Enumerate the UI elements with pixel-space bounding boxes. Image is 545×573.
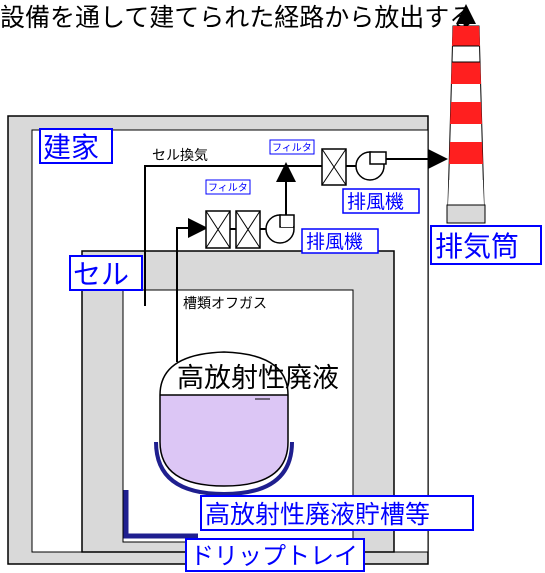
svg-text:排風機: 排風機	[347, 191, 404, 213]
svg-text:ドリップトレイ: ドリップトレイ	[190, 542, 358, 570]
upper-fan-icon	[355, 151, 387, 181]
svg-text:フィルタ: フィルタ	[272, 142, 312, 154]
drip-tray-label: ドリップトレイ	[185, 538, 365, 572]
fan-lower-label: 排風機	[301, 228, 379, 254]
svg-text:排気筒: 排気筒	[435, 230, 519, 263]
cell-ventilation-line	[144, 165, 322, 306]
svg-text:排風機: 排風機	[306, 231, 363, 253]
building-label: 建家	[39, 128, 113, 164]
hlw-tank	[154, 351, 294, 497]
upper-filter	[321, 148, 347, 186]
cell-ventilation-label: セル換気	[152, 148, 208, 164]
drip-tray	[123, 490, 198, 539]
tank-offgas-label: 槽類オフガス	[183, 296, 267, 312]
exhaust-stack	[446, 25, 486, 224]
hlw-label: 高放射性廃液	[177, 363, 339, 394]
svg-text:セル: セル	[73, 258, 129, 291]
fan-upper-label: 排風機	[342, 188, 420, 214]
svg-text:高放射性廃液貯槽等: 高放射性廃液貯槽等	[205, 500, 430, 529]
lower-filter	[205, 210, 261, 249]
cell-label: セル	[69, 255, 143, 291]
stack-label: 排気筒	[430, 225, 542, 265]
svg-text:フィルタ: フィルタ	[208, 182, 248, 194]
filter-upper-label: フィルタ	[269, 139, 315, 155]
filter-lower-label: フィルタ	[205, 179, 251, 195]
top-caption: 設備を通して建てられた経路から放出する	[0, 3, 474, 32]
hlw-tanks-label: 高放射性廃液貯槽等	[200, 495, 474, 531]
offgas-line	[176, 218, 208, 362]
svg-text:建家: 建家	[43, 131, 99, 164]
lower-fan-icon	[265, 214, 295, 244]
